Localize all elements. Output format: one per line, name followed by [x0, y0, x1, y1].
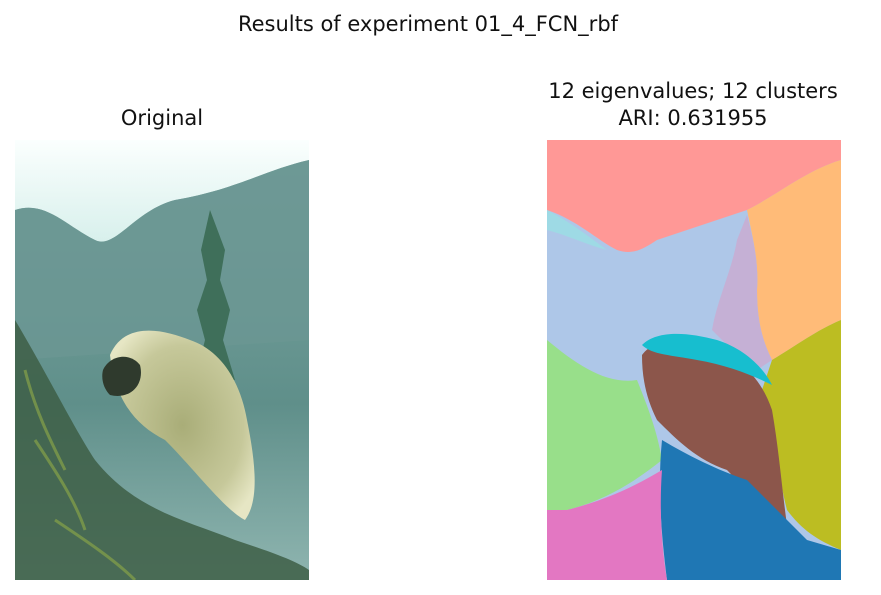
- cluster-blue: [659, 440, 841, 580]
- original-panel-title: Original: [120, 106, 204, 130]
- cluster-green: [547, 340, 662, 510]
- branch-needles: [23, 369, 137, 580]
- porcupine-photo: [15, 140, 309, 580]
- cluster-map: [547, 140, 841, 580]
- sky-region: [15, 140, 309, 242]
- porcupine-face: [102, 356, 141, 396]
- segmentation-title-line1: 12 eigenvalues; 12 clusters: [548, 79, 838, 103]
- cluster-brown: [642, 341, 787, 525]
- mountain-ridge: [15, 160, 309, 360]
- pine-tree: [195, 210, 235, 380]
- porcupine-body: [110, 330, 255, 520]
- cluster-olive: [762, 320, 841, 550]
- segmentation-title-line2: ARI: 0.631955: [618, 106, 768, 130]
- cluster-lavender: [712, 215, 772, 370]
- segmentation-panel-title: 12 eigenvalues; 12 clusters ARI: 0.63195…: [500, 78, 881, 132]
- original-image: [15, 140, 309, 580]
- cluster-pink: [547, 470, 667, 580]
- cluster-salmon: [547, 140, 841, 252]
- segmentation-image: [547, 140, 841, 580]
- cluster-orange: [747, 160, 841, 360]
- figure-suptitle: Results of experiment 01_4_FCN_rbf: [237, 12, 619, 36]
- cluster-cyan: [642, 333, 772, 385]
- conifer-branch: [15, 320, 309, 580]
- cluster-lightcyan: [547, 210, 607, 250]
